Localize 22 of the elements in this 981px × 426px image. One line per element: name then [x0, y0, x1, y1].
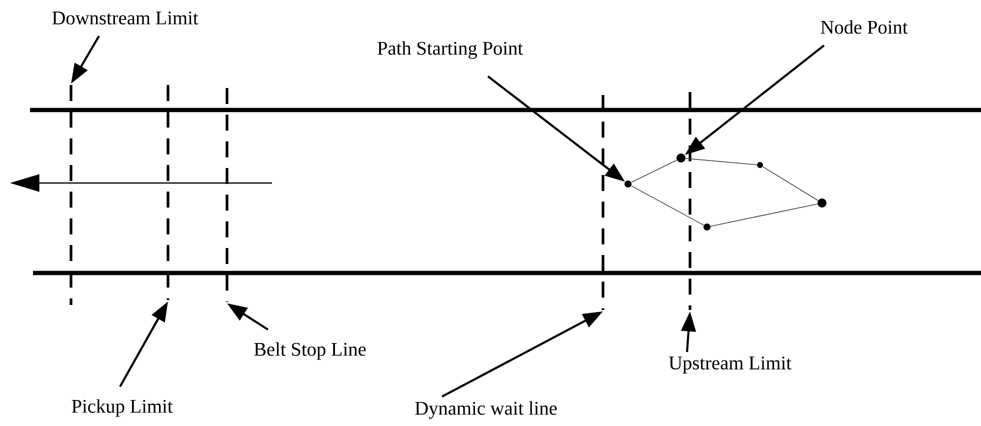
- path-segment: [685, 158, 758, 166]
- callout-label: Upstream Limit: [668, 356, 792, 374]
- callout-label: Pickup Limit: [72, 399, 173, 417]
- path-point: [757, 162, 763, 168]
- path-segment: [630, 185, 704, 226]
- dashed-line: [70, 85, 72, 305]
- path-segment: [710, 204, 818, 227]
- callout-label: Dynamic wait line: [415, 401, 557, 419]
- callout-label: Downstream Limit: [52, 12, 198, 24]
- path-segment: [762, 166, 818, 201]
- path-segment: [631, 160, 678, 183]
- path-point: [676, 154, 686, 162]
- path-point: [704, 224, 710, 230]
- dashed-line: [166, 85, 170, 300]
- dashed-line: [688, 92, 692, 310]
- callout-label: Path Starting Point: [378, 41, 523, 59]
- dashed-line: [602, 95, 604, 310]
- path-point: [624, 180, 632, 188]
- dashed-line: [226, 88, 228, 302]
- callout-label: Belt Stop Line: [254, 342, 366, 360]
- path-point: [818, 198, 826, 208]
- callout-label: Node Point: [820, 20, 908, 34]
